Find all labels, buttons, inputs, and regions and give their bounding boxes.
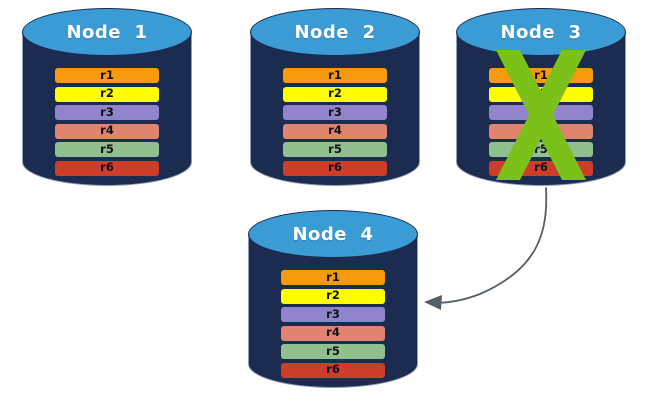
record-stack: r1 r2 r3 r4 r5 r6: [283, 68, 387, 176]
record-band[interactable]: r5: [55, 142, 159, 157]
record-band[interactable]: r1: [283, 68, 387, 83]
node-cylinder-2[interactable]: Node 2 r1 r2 r3 r4 r5 r6: [250, 8, 420, 186]
record-stack: r1 r2 r3 r4 r5 r6: [489, 68, 593, 176]
node-cylinder-4[interactable]: Node 4 r1 r2 r3 r4 r5 r6: [248, 210, 418, 388]
record-band[interactable]: r6: [55, 160, 159, 176]
node-label: Node 4: [292, 223, 374, 245]
record-band[interactable]: r5: [283, 142, 387, 157]
record-band[interactable]: r1: [55, 68, 159, 83]
node-cylinder-1[interactable]: Node 1 r1 r2 r3 r4 r5 r6: [22, 8, 192, 186]
record-band[interactable]: r1: [489, 68, 593, 83]
cylinder-top-disc: [248, 210, 418, 258]
record-band[interactable]: r5: [489, 142, 593, 157]
record-stack: r1 r2 r3 r4 r5 r6: [55, 68, 159, 176]
record-stack: r1 r2 r3 r4 r5 r6: [281, 270, 385, 378]
record-band[interactable]: r4: [55, 123, 159, 139]
node-label: Node 2: [294, 21, 376, 43]
record-band[interactable]: r3: [281, 307, 385, 322]
record-band[interactable]: r4: [489, 123, 593, 139]
record-band[interactable]: r6: [281, 362, 385, 378]
record-band[interactable]: r6: [283, 160, 387, 176]
record-band[interactable]: r1: [281, 270, 385, 285]
record-band[interactable]: r4: [283, 123, 387, 139]
node-label: Node 3: [500, 21, 582, 43]
record-band[interactable]: r5: [281, 344, 385, 359]
record-band[interactable]: r2: [55, 86, 159, 102]
record-band[interactable]: r2: [283, 86, 387, 102]
record-band[interactable]: r3: [489, 105, 593, 120]
record-band[interactable]: r4: [281, 325, 385, 341]
record-band[interactable]: r2: [281, 288, 385, 304]
record-band[interactable]: r2: [489, 86, 593, 102]
node-cylinder-3[interactable]: Node 3 r1 r2 r3 r4 r5 r6: [456, 8, 626, 186]
record-band[interactable]: r6: [489, 160, 593, 176]
record-band[interactable]: r3: [283, 105, 387, 120]
node-label: Node 1: [66, 21, 148, 43]
record-band[interactable]: r3: [55, 105, 159, 120]
cylinder-top-disc: [22, 8, 192, 56]
cylinder-top-disc: [250, 8, 420, 56]
